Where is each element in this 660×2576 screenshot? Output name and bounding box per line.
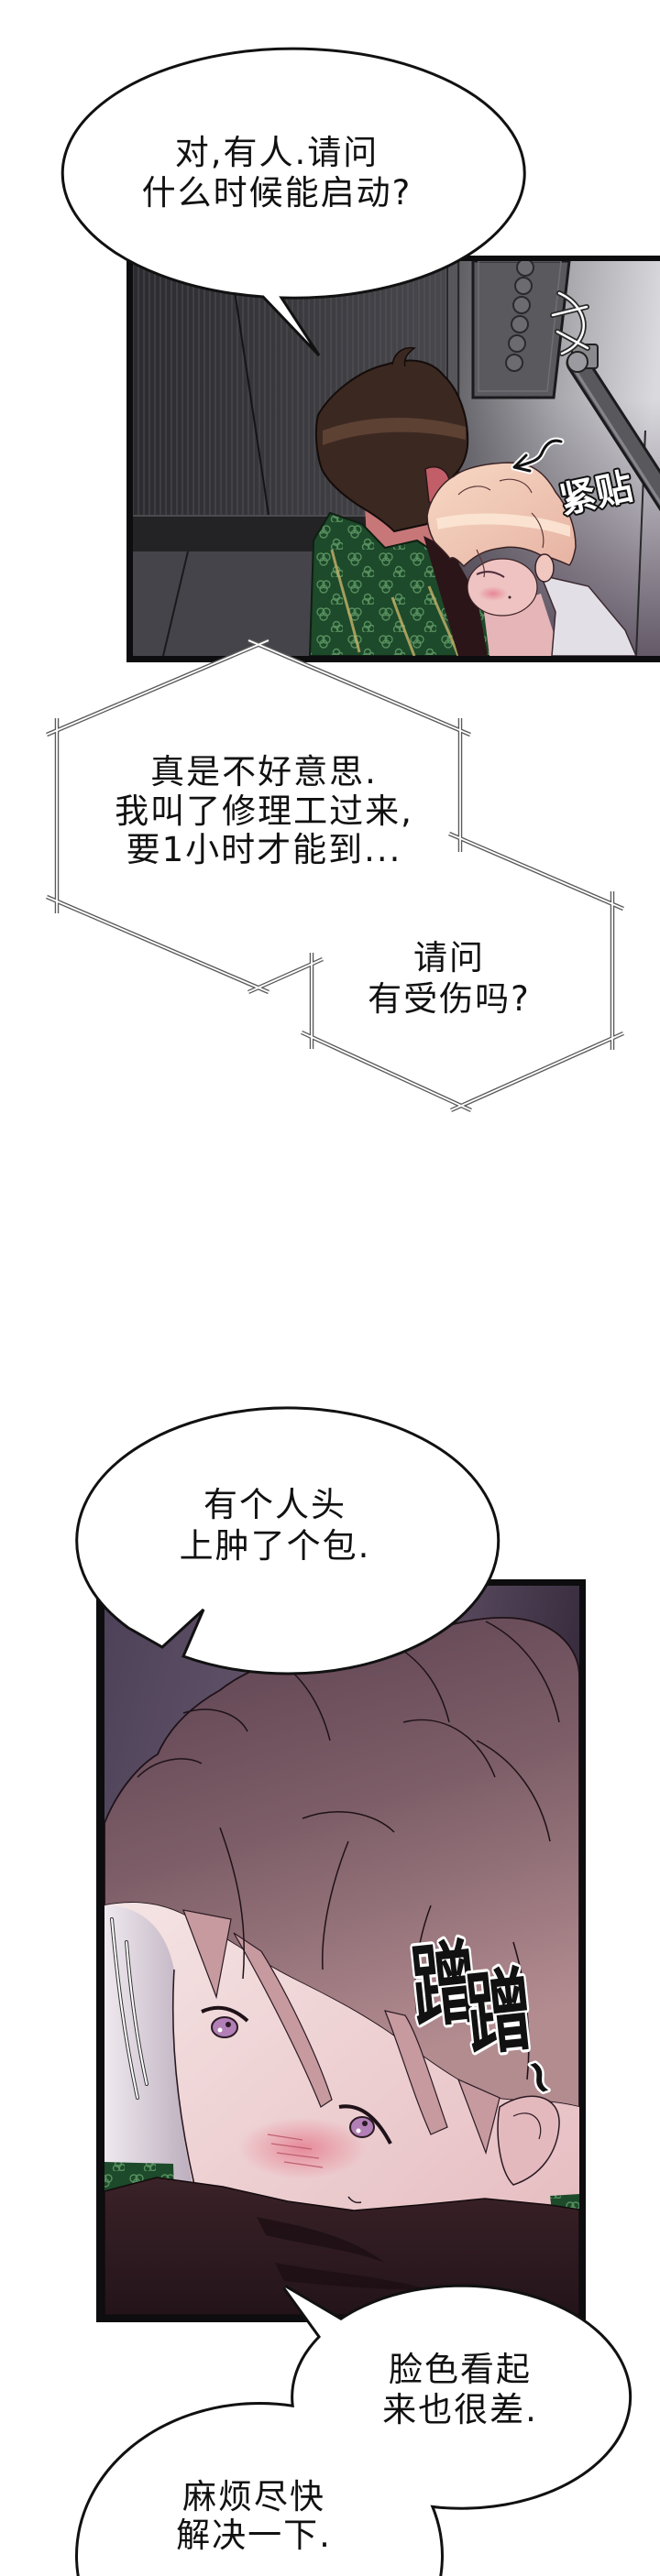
man-hair-cowlick: [391, 346, 416, 367]
dialogue-line: 脸色看起: [389, 2350, 532, 2389]
blonde-hair-strand: [499, 478, 533, 494]
speech-bubble-1: [60, 47, 526, 357]
elevator-button-icon: [511, 315, 529, 333]
face-outline: [171, 1969, 195, 2186]
dialogue-line: 麻烦尽快: [182, 2477, 325, 2516]
panel-1: 紧贴: [126, 256, 660, 662]
dialogue-line: 什么时候能启动?: [141, 173, 412, 213]
panel-2: 蹭 蹭 ~: [96, 1579, 586, 2322]
hexagon-double-lines: [46, 638, 624, 1113]
dialogue-line: 有受伤吗?: [368, 979, 531, 1019]
rub-sfx-glyph-1: 蹭: [408, 1931, 482, 2042]
speech-bubble-3-text: 有个人头 上肿了个包.: [92, 1484, 458, 1566]
blonde-ear: [534, 553, 555, 583]
elevator-control-panel: [471, 261, 571, 399]
shadow-strap: [424, 536, 488, 656]
speech-bubble-1-text: 对,有人.请问 什么时候能启动?: [94, 133, 460, 213]
creak-sfx-mark: [550, 290, 590, 356]
ear-inner-line: [512, 2112, 542, 2140]
rub-sfx-glyph-2: 蹭: [463, 1959, 537, 2069]
dialogue-line: 上肿了个包.: [179, 1526, 371, 1566]
dialogue-line: 有个人头: [204, 1485, 346, 1524]
blonde-blush: [478, 586, 508, 601]
elevator-button-icon: [508, 334, 526, 353]
intercom-hexagon-bubbles: [46, 638, 624, 1113]
shirt-folds: [257, 2217, 431, 2290]
speech-bubble-5: [78, 2405, 441, 2576]
hair-bangs: [182, 1909, 500, 2156]
hair-line-art: [137, 1621, 560, 2080]
cling-arrow-icon: [511, 437, 565, 475]
speed-lines: [110, 1917, 148, 2100]
shirt-leaf-print: [330, 549, 361, 653]
blonde-hair-strand: [457, 486, 491, 496]
dialogue-line: 对,有人.请问: [174, 133, 380, 172]
elevator-button-icon: [512, 296, 531, 314]
speech-bubble-3: [75, 1406, 500, 1675]
elevator-button-icon: [516, 261, 534, 277]
hexagon-fill: [57, 645, 612, 1106]
floor-seam: [162, 551, 189, 656]
intercom-bubble-2-text: 请问 有受伤吗?: [312, 937, 587, 1020]
dialogue-line: 真是不好意思.: [150, 752, 378, 791]
dialogue-line: 来也很差.: [382, 2390, 538, 2429]
dialogue-line: 解决一下.: [176, 2516, 332, 2555]
left-light-area: [104, 1905, 192, 2189]
blonde-sweat-dot: [508, 595, 512, 599]
elevator-floor-buttons: [505, 261, 534, 372]
shirt-leaf-print: [427, 585, 460, 656]
elevator-button-icon: [514, 277, 533, 295]
blonde-closed-eye: [476, 571, 505, 578]
dialogue-line: 请问: [413, 938, 485, 977]
mouth-line: [347, 2196, 362, 2204]
panel-2-closeup-scene: 蹭 蹭 ~: [104, 1586, 579, 2315]
right-ear: [497, 2095, 560, 2186]
blonde-man: [426, 462, 637, 656]
speech-bubble-5-text: 麻烦尽快 解决一下.: [116, 2478, 391, 2555]
elevator-handrail: [566, 344, 660, 512]
panel-1-elevator-scene: 紧贴: [133, 261, 660, 656]
wall-seam: [234, 290, 270, 516]
man-hair-highlight: [323, 417, 466, 445]
blonde-face: [467, 558, 538, 617]
dialogue-line: 要1小时才能到...: [126, 830, 402, 869]
elevator-button-icon: [505, 354, 523, 372]
merged-speech-bubbles: [75, 2284, 632, 2576]
dialogue-line: 我叫了修理工过来,: [115, 791, 413, 831]
blush-hatching: [267, 2134, 324, 2168]
blonde-hair-strand: [531, 512, 544, 549]
shirt-leaf-print: [390, 596, 416, 656]
blonde-hair-strand: [476, 549, 486, 578]
left-eye: [201, 2005, 249, 2038]
speech-bubble-4-text: 脸色看起 来也很差.: [323, 2350, 598, 2430]
intercom-bubble-1-text: 真是不好意思. 我叫了修理工过来, 要1小时才能到...: [81, 752, 447, 870]
blonde-white-shirt: [539, 573, 637, 656]
